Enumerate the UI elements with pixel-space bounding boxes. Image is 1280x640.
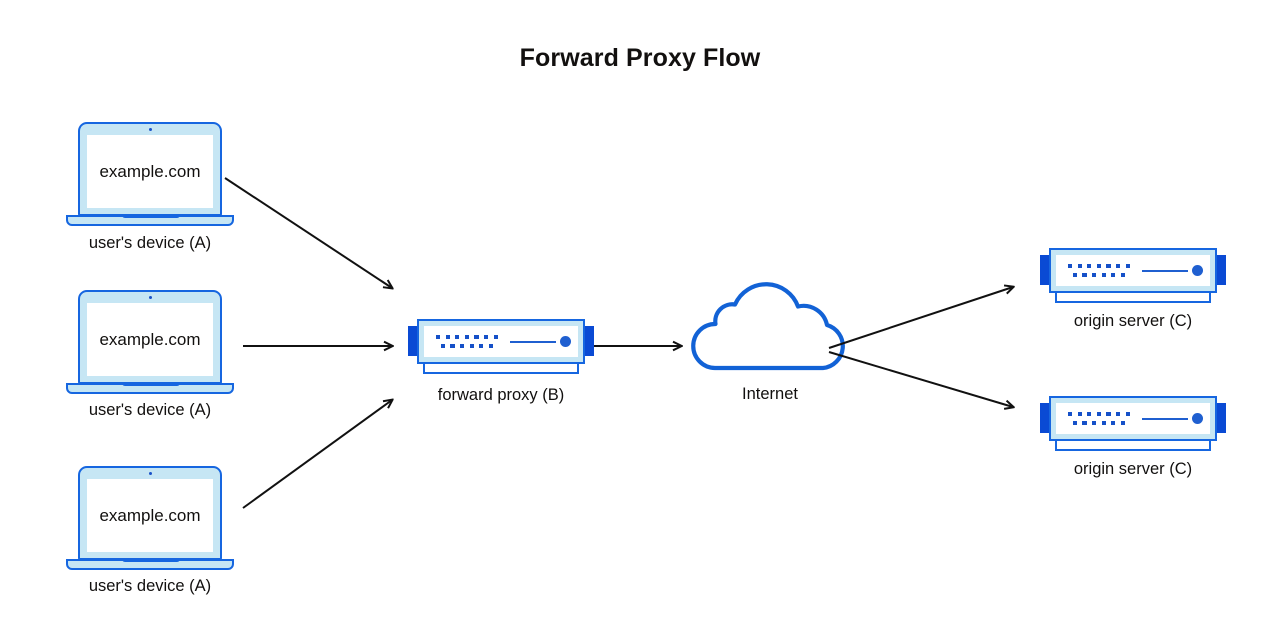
server-base-shelf [1055, 293, 1211, 303]
server-status-line-icon [1142, 269, 1188, 272]
page-title: Forward Proxy Flow [519, 44, 761, 72]
edge-internet-to-origin-top [828, 287, 1013, 349]
server-status-dot-icon [560, 336, 571, 347]
screen-url-text: example.com [99, 329, 201, 349]
origin-server-bottom-caption: origin server (C) [1073, 460, 1193, 478]
origin-server-top-caption: origin server (C) [1073, 312, 1193, 330]
internet-cloud-icon [691, 282, 845, 371]
laptop-camera-icon [148, 128, 152, 132]
laptop-screen: example.com [87, 303, 213, 376]
laptop-base-notch [122, 215, 180, 218]
edge-client-bottom-to-proxy [242, 400, 392, 509]
server-base-shelf [423, 364, 579, 374]
server-status-dot-icon [1192, 265, 1203, 276]
edge-internet-to-origin-bottom [828, 351, 1013, 407]
client-device-bottom-caption: user's device (A) [88, 577, 212, 595]
server-status-line-icon [510, 340, 556, 343]
server-base-shelf [1055, 441, 1211, 451]
internet-caption: Internet [742, 385, 798, 403]
client-device-bottom[interactable]: example.com [66, 466, 234, 570]
origin-server-top-node[interactable] [1040, 245, 1226, 307]
client-device-middle-caption: user's device (A) [88, 401, 212, 419]
laptop-screen: example.com [87, 479, 213, 552]
server-tab-right [582, 326, 594, 356]
screen-url-text: example.com [99, 161, 201, 181]
edge-client-top-to-proxy [224, 177, 392, 288]
laptop-camera-icon [148, 472, 152, 476]
origin-server-bottom-node[interactable] [1040, 393, 1226, 455]
server-status-line-icon [1142, 417, 1188, 420]
client-device-top-caption: user's device (A) [88, 234, 212, 252]
forward-proxy-node[interactable] [408, 316, 594, 378]
server-status-dot-icon [1192, 413, 1203, 424]
server-tab-right [1214, 403, 1226, 433]
laptop-camera-icon [148, 296, 152, 300]
laptop-base-notch [122, 383, 180, 386]
client-device-top[interactable]: example.com [66, 122, 234, 226]
forward-proxy-caption: forward proxy (B) [437, 386, 565, 404]
laptop-screen: example.com [87, 135, 213, 208]
client-device-middle[interactable]: example.com [66, 290, 234, 394]
server-tab-right [1214, 255, 1226, 285]
laptop-base-notch [122, 559, 180, 562]
screen-url-text: example.com [99, 505, 201, 525]
